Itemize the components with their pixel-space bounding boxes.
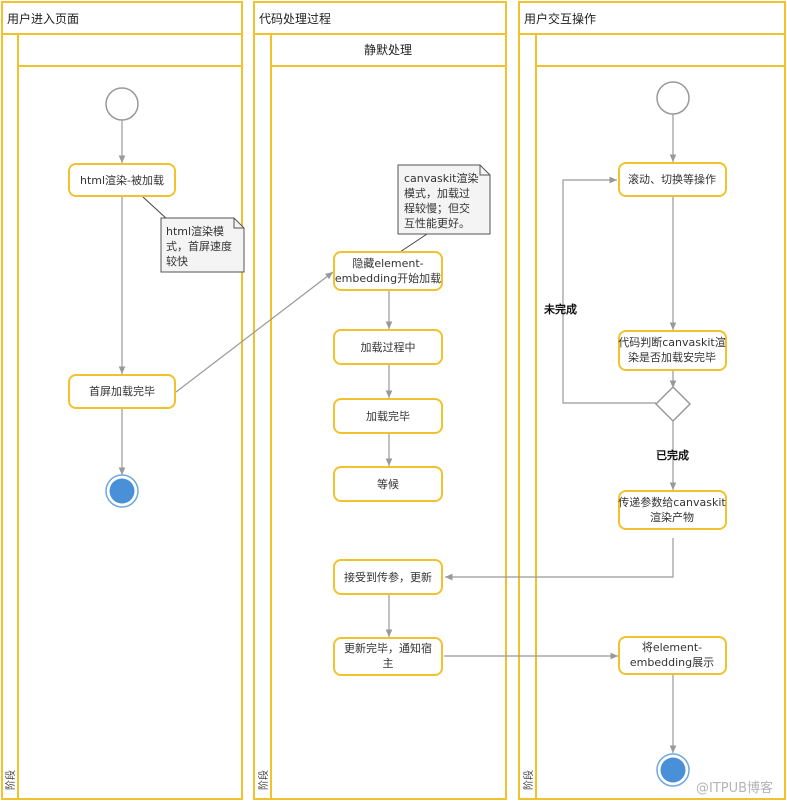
svg-text:染是否加载安完毕: 染是否加载安完毕 <box>628 350 716 364</box>
note-html: html渲染模 式，首屏速度 较快 <box>142 196 245 273</box>
stage-label: 阶段 <box>522 770 535 790</box>
svg-text:首屏加载完毕: 首屏加载完毕 <box>89 384 155 398</box>
svg-text:加载过程中: 加载过程中 <box>361 341 416 354</box>
node-wait: 等候 <box>333 466 443 502</box>
edge <box>445 538 674 581</box>
svg-text:embedding开始加载: embedding开始加载 <box>335 271 441 285</box>
lane-user-entry: 用户进入页面 阶段 <box>1 1 243 800</box>
node-pass-params: 传递参数给canvaskit 渲染产物 <box>618 490 727 530</box>
start-node <box>105 87 139 121</box>
edge-label-complete: 已完成 <box>656 448 689 462</box>
stage-label: 阶段 <box>257 770 270 790</box>
svg-text:主: 主 <box>383 657 394 670</box>
lane-title: 用户进入页面 <box>7 11 79 26</box>
node-first-screen-done: 首屏加载完毕 <box>68 374 176 409</box>
edge-label-incomplete: 未完成 <box>543 302 577 316</box>
edge <box>175 271 334 393</box>
edge <box>562 176 656 404</box>
node-html-render: html渲染-被加载 <box>68 163 176 197</box>
svg-text:代码判断canvaskit渲: 代码判断canvaskit渲 <box>618 335 725 349</box>
note-line: canvaskit渲染 <box>404 171 478 185</box>
lane-title: 用户交互操作 <box>524 11 596 26</box>
note-line: html渲染模 <box>166 224 224 238</box>
note-line: 式，首屏速度 <box>166 239 232 253</box>
svg-text:将element-: 将element- <box>642 641 702 654</box>
node-receive-params: 接受到传参，更新 <box>333 559 443 595</box>
svg-text:滚动、切换等操作: 滚动、切换等操作 <box>628 172 716 186</box>
decision-diamond <box>654 385 692 423</box>
node-loading: 加载过程中 <box>333 329 443 365</box>
svg-text:渲染产物: 渲染产物 <box>650 510 694 524</box>
end-node <box>656 753 690 787</box>
note-canvaskit: canvaskit渲染 模式，加载过 程较慢；但交 互性能更好。 <box>397 164 491 253</box>
end-node <box>105 474 139 508</box>
svg-text:html渲染-被加载: html渲染-被加载 <box>80 173 164 187</box>
edges <box>118 114 677 753</box>
svg-text:接受到传参，更新: 接受到传参，更新 <box>344 570 432 584</box>
node-update-done: 更新完毕，通知宿 主 <box>333 637 443 676</box>
stage-label: 阶段 <box>4 770 17 790</box>
lane-code-process: 代码处理过程 静默处理 阶段 <box>253 1 507 800</box>
svg-text:更新完毕，通知宿: 更新完毕，通知宿 <box>344 641 432 655</box>
node-scroll-switch: 滚动、切换等操作 <box>618 162 727 197</box>
svg-text:加载完毕: 加载完毕 <box>366 409 410 423</box>
svg-text:隐藏element-: 隐藏element- <box>352 257 423 270</box>
start-node <box>656 81 690 115</box>
svg-text:等候: 等候 <box>377 477 399 491</box>
node-loaded: 加载完毕 <box>333 398 443 434</box>
note-line: 互性能更好。 <box>404 216 470 230</box>
lane-title: 代码处理过程 <box>259 11 331 26</box>
watermark: @ITPUB博客 <box>696 780 773 796</box>
note-line: 较快 <box>166 254 188 268</box>
node-show-embedding: 将element- embedding展示 <box>618 636 727 675</box>
node-check-render: 代码判断canvaskit渲 染是否加载安完毕 <box>618 330 727 371</box>
node-hide-embedding: 隐藏element- embedding开始加载 <box>333 251 443 291</box>
svg-text:embedding展示: embedding展示 <box>630 656 714 669</box>
lane-subtitle: 静默处理 <box>364 42 412 57</box>
note-line: 模式，加载过 <box>404 187 470 200</box>
note-line: 程较慢；但交 <box>404 201 470 215</box>
svg-text:传递参数给canvaskit: 传递参数给canvaskit <box>618 495 726 509</box>
lane-user-interaction: 用户交互操作 阶段 <box>518 1 786 800</box>
